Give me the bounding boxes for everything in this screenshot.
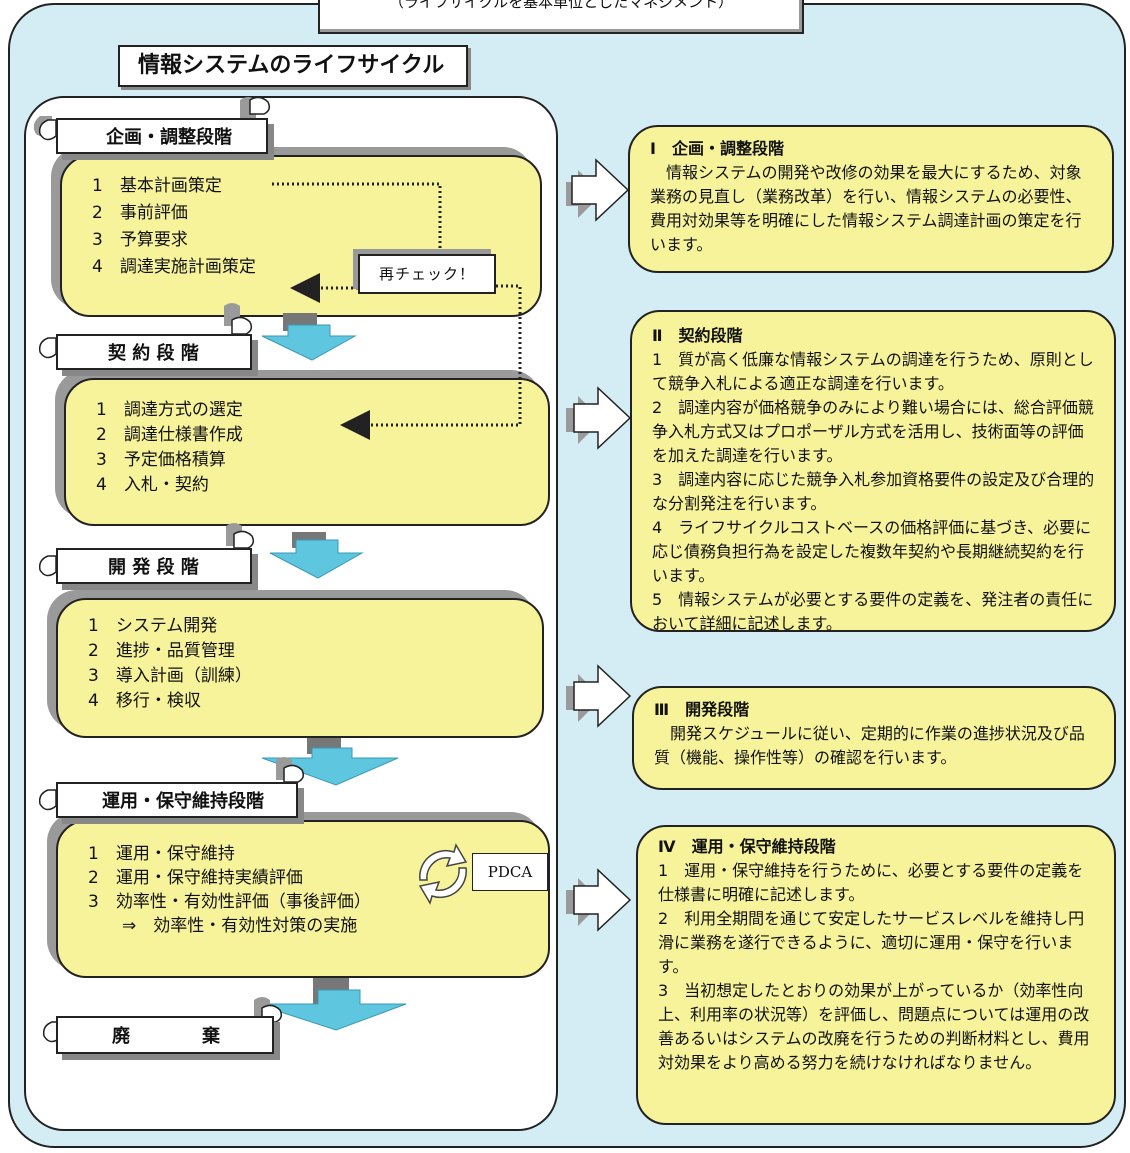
description-paragraph: 1 運用・保守維持を行うために、必要とする要件の定義を仕様書に明確に記述します。: [658, 861, 1084, 904]
stage-contract-box: 1 調達方式の選定 2 調達仕様書作成 3 予定価格積算 4 入札・契約: [64, 378, 550, 526]
right-arrow-icon: [566, 664, 632, 728]
list-item: 2 調達仕様書作成: [96, 425, 243, 445]
list-item: 1 運用・保守維持: [88, 844, 235, 864]
down-arrow-icon: [269, 532, 364, 579]
list-item: 3 予定価格積算: [96, 450, 226, 470]
description-title: Ⅱ 契約段階: [652, 326, 743, 345]
list-item: 4 入札・契約: [96, 475, 209, 495]
stage-label-contract: 契 約 段 階: [56, 334, 252, 370]
top-banner: （ライフサイクルを基本単位としたマネジメント）: [318, 0, 804, 34]
description-title: Ⅳ 運用・保守維持段階: [658, 837, 836, 856]
lifecycle-title: 情報システムのライフサイクル: [118, 45, 468, 87]
list-item: 2 運用・保守維持実績評価: [88, 868, 303, 888]
right-arrow-icon: [566, 158, 630, 222]
down-arrow-icon: [261, 313, 357, 361]
list-item: 4 移行・検収: [88, 691, 201, 711]
list-item: 2 進捗・品質管理: [88, 641, 235, 661]
description-title: Ⅰ 企画・調整段階: [650, 139, 784, 158]
description-paragraph: 3 当初想定したとおりの効果が上がっているか（効率性向上、利用率の状況等）を評価…: [658, 981, 1090, 1072]
description-planning: Ⅰ 企画・調整段階 情報システムの開発や改修の効果を最大にするため、対象業務の見…: [628, 125, 1114, 273]
list-item: 4 調達実施計画策定: [92, 257, 256, 277]
description-paragraph: 3 調達内容に応じた競争入札参加資格要件の設定及び合理的な分割発注を行います。: [652, 470, 1095, 513]
list-item: ⇒ 効率性・有効性対策の実施: [88, 916, 358, 936]
list-item: 3 導入計画（訓練）: [88, 666, 252, 686]
description-paragraph: 4 ライフサイクルコストベースの価格評価に基づき、必要に応じ債務負担行為を設定し…: [652, 518, 1092, 585]
stage-development-box: 1 システム開発 2 進捗・品質管理 3 導入計画（訓練） 4 移行・検収: [56, 598, 544, 738]
description-contract: Ⅱ 契約段階 1 質が高く低廉な情報システムの調達を行うため、原則として競争入札…: [630, 310, 1116, 633]
description-paragraph: 2 利用全期間を通じて安定したサービスレベルを維持し円滑に業務を遂行できるように…: [658, 909, 1085, 976]
down-arrow-icon: [255, 978, 407, 1031]
right-arrow-icon: [566, 386, 632, 450]
description-operation: Ⅳ 運用・保守維持段階 1 運用・保守維持を行うために、必要とする要件の定義を仕…: [636, 825, 1116, 1125]
description-paragraph: 5 情報システムが必要とする要件の定義を、発注者の責任において詳細に記述します。: [652, 590, 1094, 633]
recheck-label: 再チェック！: [358, 254, 496, 294]
stage-operation-box: 1 運用・保守維持 2 運用・保守維持実績評価 3 効率性・有効性評価（事後評価…: [56, 820, 550, 978]
description-paragraph: 1 質が高く低廉な情報システムの調達を行うため、原則として競争入札による適正な調…: [652, 350, 1094, 393]
list-item: 3 予算要求: [92, 230, 188, 250]
list-item: 1 調達方式の選定: [96, 400, 243, 420]
scroll-curl-icon: [33, 96, 305, 1043]
right-arrow-icon: [566, 868, 632, 932]
pdca-cycle-icon: [418, 843, 468, 905]
pdca-label: PDCA: [472, 853, 548, 891]
top-banner-text: （ライフサイクルを基本単位としたマネジメント）: [388, 0, 734, 11]
description-paragraph: 情報システムの開発や改修の効果を最大にするため、対象業務の見直し（業務改革）を行…: [650, 163, 1082, 254]
description-title: Ⅲ 開発段階: [654, 700, 750, 719]
description-paragraph: 2 調達内容が価格競争のみにより難い場合には、総合評価競争入札方式又はプロポーザ…: [652, 398, 1094, 465]
stage-label-disposal: 廃 棄: [56, 1016, 274, 1054]
list-item: 2 事前評価: [92, 203, 188, 223]
list-item: 3 効率性・有効性評価（事後評価）: [88, 892, 371, 912]
description-development: Ⅲ 開発段階 開発スケジュールに従い、定期的に作業の進捗状況及び品質（機能、操作…: [632, 686, 1116, 790]
down-arrow-icon: [261, 738, 399, 786]
stage-label-planning: 企画・調整段階: [56, 118, 268, 154]
list-item: 1 システム開発: [88, 616, 218, 636]
list-item: 1 基本計画策定: [92, 176, 222, 196]
recheck-connector: [272, 182, 522, 440]
stage-label-development: 開 発 段 階: [56, 548, 252, 584]
stage-label-operation: 運用・保守維持段階: [56, 782, 298, 818]
description-paragraph: 開発スケジュールに従い、定期的に作業の進捗状況及び品質（機能、操作性等）の確認を…: [654, 724, 1085, 767]
